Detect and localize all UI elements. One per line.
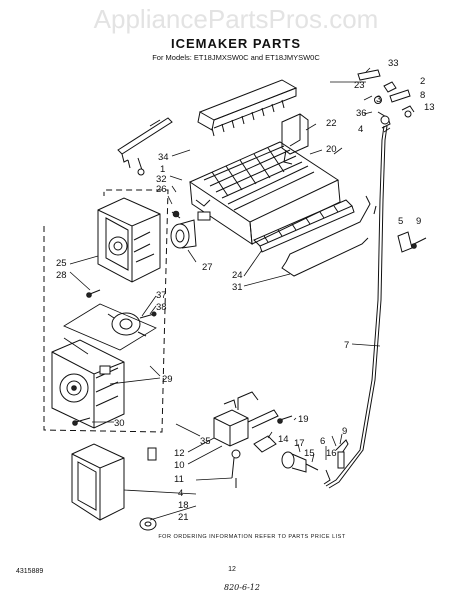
callout: 17 [294, 438, 305, 449]
fill-cup-drawing [281, 113, 309, 165]
callout: 33 [388, 58, 399, 69]
callout: 14 [278, 434, 289, 445]
water-valve-drawing [213, 391, 279, 488]
callout: 32 [156, 174, 167, 185]
ejector-cover-drawing [197, 79, 298, 137]
callout: 3 [376, 94, 381, 105]
leader-lines [69, 67, 391, 521]
callout: 7 [344, 340, 349, 351]
callout: 26 [156, 184, 167, 195]
ordering-note: FOR ORDERING INFORMATION REFER TO PARTS … [158, 534, 346, 540]
top-fittings-drawing [357, 69, 415, 118]
callout: 13 [424, 102, 435, 113]
diagram-title: ICEMAKER PARTS [171, 36, 301, 51]
motor-coupler-drawing [170, 219, 197, 249]
model-list: For Models: ET18JMXSW0C and ET18JMYSW0C [152, 53, 320, 62]
callout: 8 [420, 90, 425, 101]
callout: 24 [232, 270, 243, 281]
screws-drawing [72, 210, 181, 426]
motor-drawing [107, 312, 147, 337]
callout: 9 [416, 216, 421, 227]
callout: 5 [398, 216, 403, 227]
callout: 2 [420, 76, 425, 87]
callout: 11 [174, 474, 184, 485]
small-plug-drawing [147, 447, 157, 461]
housing-gear-drawing [51, 339, 125, 429]
callout: 1 [160, 164, 165, 175]
heater-drawing [281, 195, 377, 277]
callout: 4 [178, 488, 183, 499]
ice-mold-drawing [188, 141, 341, 245]
callout-labels: 33 23 2 8 3 36 13 22 4 20 34 1 32 26 25 … [56, 58, 435, 523]
callout: 38 [156, 302, 167, 313]
callout: 29 [162, 374, 173, 385]
part-code: 4315889 [16, 568, 43, 575]
callout: 6 [320, 436, 325, 447]
valve-screw-drawing [277, 415, 293, 424]
callout: 4 [358, 124, 363, 135]
grommet-drawing [139, 517, 157, 531]
callout: 37 [156, 290, 167, 301]
callout: 28 [56, 270, 67, 281]
callout: 35 [200, 436, 211, 447]
callout: 10 [174, 460, 185, 471]
fill-tube-drawing [325, 111, 391, 489]
shutoff-arm-drawing [117, 117, 173, 176]
inlet-fittings-drawing [281, 439, 349, 485]
callout: 9 [342, 426, 347, 437]
callout: 25 [56, 258, 67, 269]
page-number: 12 [228, 566, 236, 573]
callout: 27 [202, 262, 213, 273]
watermark: AppliancePartsPros.com [94, 4, 379, 34]
callout: 30 [114, 418, 125, 429]
right-clip-drawing [397, 231, 427, 253]
callout: 15 [304, 448, 315, 459]
callout: 20 [326, 144, 337, 155]
callout: 19 [298, 414, 309, 425]
callout: 23 [354, 80, 365, 91]
callout: 16 [326, 448, 337, 459]
front-cover-drawing [71, 443, 125, 521]
callout: 12 [174, 448, 185, 459]
stripper-drawing [253, 199, 355, 253]
callout: 18 [178, 500, 189, 511]
handwritten-code: 820-6-12 [224, 583, 260, 592]
mounting-plate-drawing [97, 197, 161, 283]
callout: 34 [158, 152, 169, 163]
callout: 31 [232, 282, 243, 293]
assembly-outline [43, 189, 169, 433]
callout: 22 [326, 118, 337, 129]
callout: 36 [356, 108, 367, 119]
callout: 21 [178, 512, 189, 523]
